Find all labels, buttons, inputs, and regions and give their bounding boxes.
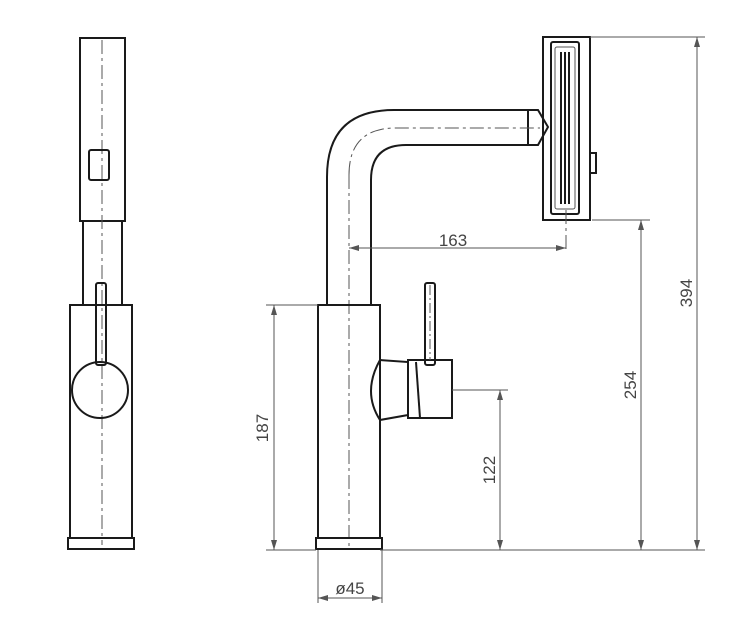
side-view-lever [95,282,107,366]
dimension-lines [266,36,705,603]
front-view [315,36,597,550]
spray-head-button [589,152,597,174]
dim-label-reach: 163 [439,231,467,250]
side-view-handle-knob [71,361,129,419]
spout-outer [326,109,528,305]
dim-label-spout-height: 254 [621,371,640,399]
handle-connector [370,358,409,422]
side-view-spray-button [88,149,110,181]
side-view-base [67,537,135,550]
dim-label-total-height: 394 [677,279,696,307]
handle-block [407,359,453,419]
side-view [67,37,135,550]
lever [424,282,436,366]
dim-label-handle-height: 122 [480,456,499,484]
dim-label-body-height: 187 [253,414,272,442]
faucet-base [315,537,383,550]
side-view-body [69,304,133,539]
spout-inner [370,144,528,305]
dim-label-base-diameter: ø45 [335,579,364,598]
